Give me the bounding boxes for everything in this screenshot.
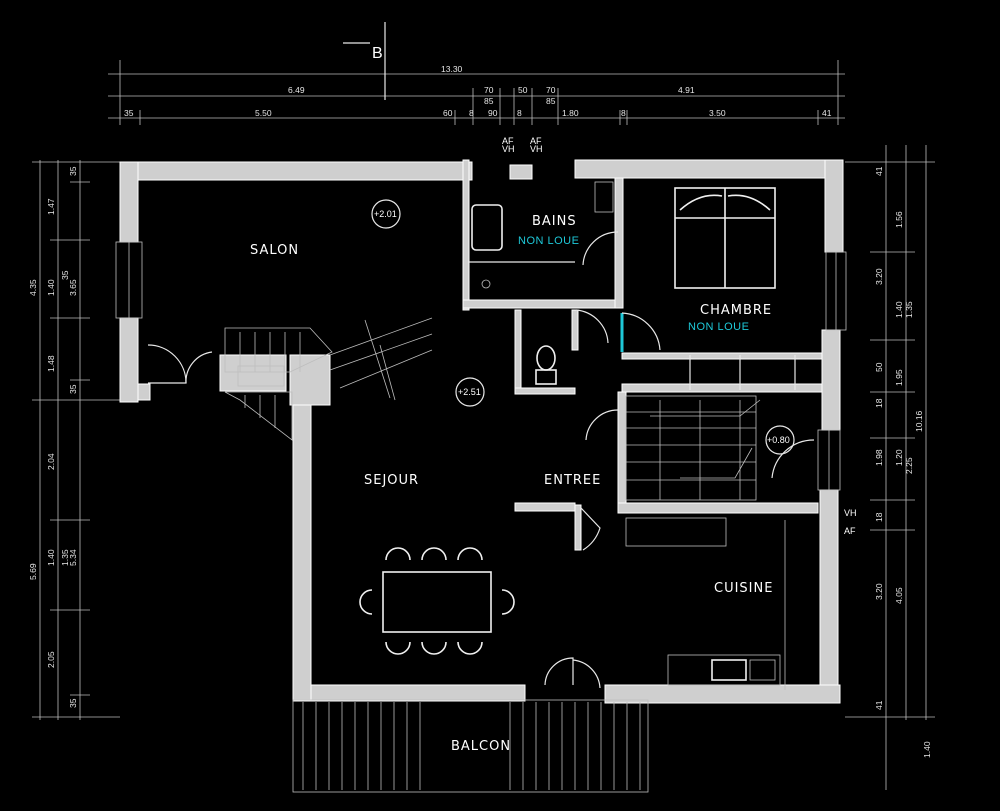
room-label-cuisine: CUISINE (714, 581, 773, 596)
level-sejour: +2.51 (458, 387, 481, 397)
dim-left: 5.34 (68, 549, 78, 566)
section-marker-label: B (372, 45, 383, 62)
dim-left: 2.05 (46, 651, 56, 668)
dim-top: 5.50 (255, 108, 272, 118)
dim-right: 1.95 (894, 369, 904, 386)
dim-left: 35 (68, 698, 78, 708)
dim-top: 85 (546, 96, 556, 106)
vent-label: AF (844, 526, 856, 536)
dim-right: 18 (874, 398, 884, 408)
vent-label: AF (502, 136, 514, 146)
dim-top: 3.50 (709, 108, 726, 118)
dim-right: 1.35 (904, 301, 914, 318)
dim-left: 4.35 (28, 279, 38, 296)
dim-right: 41 (874, 700, 884, 710)
bed (674, 187, 776, 289)
dim-left: 1.47 (46, 198, 56, 215)
vent-label: VH (502, 144, 515, 154)
doors (147, 231, 815, 689)
dim-right: 1.20 (894, 449, 904, 466)
dim-right: 10.16 (914, 410, 924, 432)
dim-right: 3.20 (874, 268, 884, 285)
dim-top: 8 (621, 108, 626, 118)
dim-right: 41 (874, 166, 884, 176)
toilet (535, 345, 557, 385)
dim-right: 18 (874, 512, 884, 522)
exterior-walls (119, 159, 844, 704)
dim-top-total: 13.30 (441, 64, 463, 74)
dim-top: 4.91 (678, 85, 695, 95)
bathtub (471, 181, 614, 289)
dim-right: 1.40 (894, 301, 904, 318)
room-note-chambre: NON LOUE (688, 321, 749, 333)
dim-right: 1.98 (874, 449, 884, 466)
dim-left: 5.69 (28, 563, 38, 580)
dim-left: 3.65 (68, 279, 78, 296)
dim-left: 2.04 (46, 453, 56, 470)
dim-top: 35 (124, 108, 134, 118)
ventilation-labels: AF VH AF VH VH AF (502, 136, 857, 536)
dim-top: 1.80 (562, 108, 579, 118)
room-label-bains: BAINS (532, 214, 577, 229)
room-label-salon: SALON (250, 243, 299, 258)
dim-top: 6.49 (288, 85, 305, 95)
room-label-balcon: BALCON (451, 739, 511, 754)
dim-left: 1.48 (46, 355, 56, 372)
dim-top: 60 (443, 108, 453, 118)
dim-top: 8 (517, 108, 522, 118)
dim-right: 3.20 (874, 583, 884, 600)
interior-walls (219, 159, 823, 551)
level-markers: +2.01 +2.51 +0.80 (371, 199, 795, 455)
section-marker: B (343, 22, 386, 100)
left-dimensions: 4.35 5.69 1.47 1.40 1.48 2.04 1.40 2.05 … (28, 160, 120, 720)
balcony (292, 699, 649, 793)
dim-right: 1.40 (922, 741, 932, 758)
windows (115, 241, 847, 491)
dim-top: 70 (546, 85, 556, 95)
dim-left: 35 (60, 270, 70, 280)
vent-label: VH (844, 508, 857, 518)
vent-label: VH (530, 144, 543, 154)
dim-top: 85 (484, 96, 494, 106)
dim-top: 8 (469, 108, 474, 118)
dim-left: 1.40 (46, 279, 56, 296)
top-dimensions: 13.30 6.49 70 85 50 70 85 4.91 35 5.50 6… (108, 60, 845, 125)
dim-top: 41 (822, 108, 832, 118)
dim-left: 1.40 (46, 549, 56, 566)
dim-top: 90 (488, 108, 498, 118)
room-label-chambre: CHAMBRE (700, 303, 772, 318)
room-note-bains: NON LOUE (518, 235, 579, 247)
stairs-entree (625, 395, 761, 547)
level-palier: +0.80 (767, 435, 790, 445)
dim-right: 2.25 (904, 457, 914, 474)
dim-left: 35 (68, 384, 78, 394)
right-dimensions: 41 3.20 1.40 50 18 1.98 1.20 18 3.20 41 … (845, 145, 935, 790)
level-salon: +2.01 (374, 209, 397, 219)
dim-top: 50 (518, 85, 528, 95)
dim-top: 70 (484, 85, 494, 95)
dining-table (359, 547, 515, 655)
room-labels: SALON BAINS NON LOUE CHAMBRE NON LOUE SE… (250, 214, 773, 754)
room-label-sejour: SEJOUR (364, 473, 419, 488)
stairs-main (224, 317, 433, 441)
dim-left: 1.35 (60, 549, 70, 566)
dim-right: 50 (874, 362, 884, 372)
dim-right: 1.56 (894, 211, 904, 228)
dim-right: 4.05 (894, 587, 904, 604)
room-label-entree: ENTREE (544, 473, 601, 488)
dim-left: 35 (68, 166, 78, 176)
kitchen (667, 520, 786, 690)
vent-label: AF (530, 136, 542, 146)
